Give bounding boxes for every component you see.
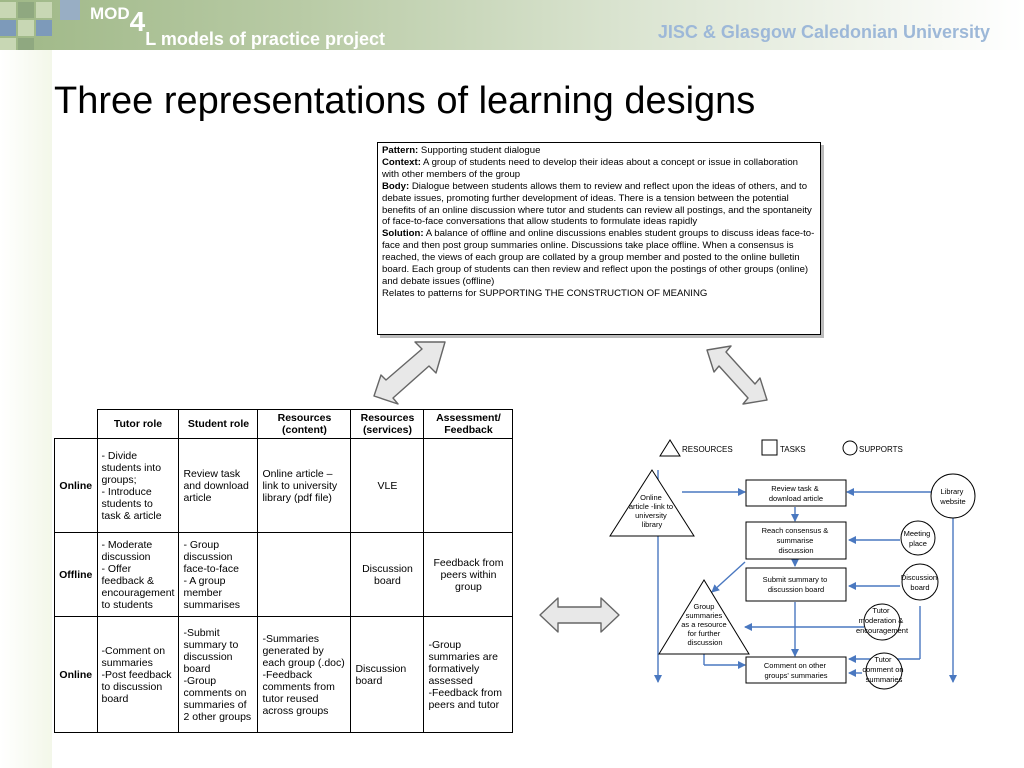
table-row: Online - Divide students into groups;- I… xyxy=(54,438,514,533)
support-tutor-comment-label: Tutor comment on summaries xyxy=(862,655,905,684)
table-cell: Review task and download article xyxy=(178,438,259,533)
double-arrow-right xyxy=(706,345,768,405)
table-cell: Offline xyxy=(54,532,98,617)
table-header-row: Tutor role Student role Resources (conte… xyxy=(54,409,514,439)
table-cell: -Submit summary to discussion board-Grou… xyxy=(178,616,259,733)
table-header-cell: Tutor role xyxy=(96,409,180,439)
legend-resources: RESOURCES xyxy=(682,445,733,454)
task-submit xyxy=(745,567,847,602)
support-meeting-place-label: Meeting place xyxy=(904,529,933,548)
resource-group-summaries xyxy=(658,579,750,655)
task-consensus xyxy=(745,521,847,560)
solution-label: Solution: xyxy=(382,228,424,240)
table-cell: - Divide students into groups;- Introduc… xyxy=(96,438,180,533)
task-review xyxy=(745,479,847,507)
table-cell: -Comment on summaries-Post feedback to d… xyxy=(96,616,180,733)
legend-triangle-icon xyxy=(659,439,681,457)
resource-group-summaries-label: Group summaries as a resource for furthe… xyxy=(681,602,729,647)
sidebar-gradient xyxy=(0,50,52,768)
brand-mod: MOD xyxy=(90,4,130,23)
decor-square xyxy=(18,20,34,36)
support-discussion-board-label: Discussion board xyxy=(901,573,939,592)
table-cell: - Group discussion face-to-face- A group… xyxy=(178,532,259,617)
support-tutor-moderation-label: Tutor moderation & encouragement xyxy=(856,606,909,635)
context-line: Context: A group of students need to dev… xyxy=(382,157,816,181)
decor-square xyxy=(36,20,52,36)
support-meeting-place xyxy=(900,520,936,556)
brand-logo: MOD4L models of practice project xyxy=(90,4,385,49)
legend-square-icon xyxy=(761,439,778,456)
brand-tagline: L models of practice project xyxy=(145,29,385,49)
decor-square xyxy=(60,0,80,20)
task-consensus-label: Reach consensus & summarise discussion xyxy=(762,526,831,555)
decor-square xyxy=(36,2,52,18)
table-cell: Online xyxy=(54,616,98,733)
relates-line: Relates to patterns for SUPPORTING THE C… xyxy=(382,287,708,299)
legend-tasks: TASKS xyxy=(780,445,806,454)
context-label: Context: xyxy=(382,156,421,168)
support-discussion-board xyxy=(901,563,939,601)
legend-circle-icon xyxy=(842,440,858,456)
solution-text: A balance of offline and online discussi… xyxy=(382,228,815,287)
pattern-line: Pattern: Supporting student dialogue xyxy=(382,145,816,157)
decor-square xyxy=(0,20,16,36)
table-header-cell xyxy=(54,409,98,439)
task-review-label: Review task & download article xyxy=(769,484,823,503)
table-header-cell: Student role xyxy=(178,409,259,439)
resource-online-article xyxy=(609,469,695,537)
decor-square xyxy=(0,2,16,18)
pattern-label: Pattern: xyxy=(382,145,419,156)
brand-four: 4 xyxy=(129,6,146,37)
pattern-box: Pattern: Supporting student dialogue Con… xyxy=(377,142,821,335)
table-cell: Online xyxy=(54,438,98,533)
slide-title: Three representations of learning design… xyxy=(54,80,756,122)
table-cell: Feedback from peers within group xyxy=(423,532,514,617)
table-cell xyxy=(423,438,514,533)
table-cell: -Summaries generated by each group (.doc… xyxy=(257,616,352,733)
decor-square xyxy=(18,2,34,18)
double-arrow-left xyxy=(373,341,446,405)
support-library xyxy=(930,473,976,519)
table-row: Offline - Moderate discussion- Offer fee… xyxy=(54,532,514,617)
support-tutor-comment xyxy=(865,652,903,690)
solution-line: Solution: A balance of offline and onlin… xyxy=(382,228,816,288)
resource-online-article-label: Online article -link to university libra… xyxy=(629,493,675,529)
task-submit-label: Submit summary to discussion board xyxy=(763,575,830,594)
table-cell: VLE xyxy=(350,438,425,533)
table-cell: -Group summaries are formatively assesse… xyxy=(423,616,514,733)
table-header-cell: Resources (content) xyxy=(257,409,352,439)
context-text: A group of students need to develop thei… xyxy=(382,156,798,180)
pattern-text: Supporting student dialogue xyxy=(420,145,541,156)
table-cell: Discussion board xyxy=(350,616,425,733)
table-header-cell: Resources (services) xyxy=(350,409,425,439)
legend-supports: SUPPORTS xyxy=(859,445,903,454)
table-header-cell: Assessment/ Feedback xyxy=(423,409,514,439)
organization-name: JISC & Glasgow Caledonian University xyxy=(657,22,990,42)
table-cell: Online article – link to university libr… xyxy=(257,438,352,533)
learning-design-table: Tutor role Student role Resources (conte… xyxy=(54,409,514,733)
header-band xyxy=(0,0,1024,50)
task-comment xyxy=(745,656,847,684)
flow-diagram: RESOURCES TASKS SUPPORTS Online article … xyxy=(609,439,976,690)
task-comment-label: Comment on other groups' summaries xyxy=(764,661,828,680)
body-text: Dialogue between students allows them to… xyxy=(382,180,812,228)
table-row: Online -Comment on summaries-Post feedba… xyxy=(54,616,514,733)
table-cell xyxy=(257,532,352,617)
support-library-label: Library website xyxy=(939,487,965,506)
body-label: Body: xyxy=(382,180,410,192)
table-cell: - Moderate discussion- Offer feedback & … xyxy=(96,532,180,617)
body-line: Body: Dialogue between students allows t… xyxy=(382,181,816,229)
support-tutor-moderation xyxy=(863,603,901,641)
table-cell: Discussion board xyxy=(350,532,425,617)
flow-arrow xyxy=(711,561,746,593)
